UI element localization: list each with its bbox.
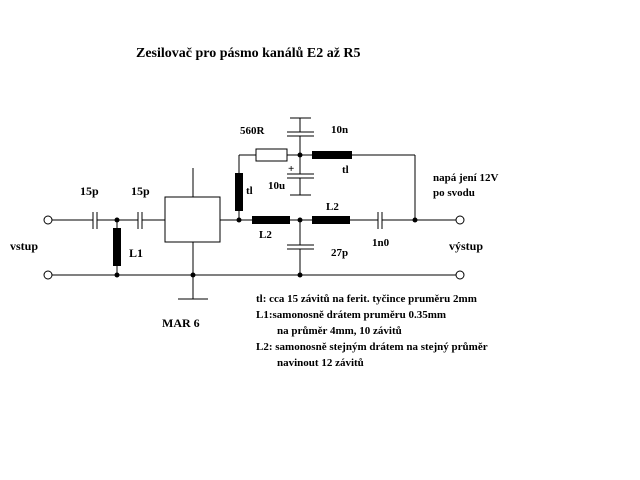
note-line-5: navinout 12 závitů xyxy=(277,357,364,369)
note-line-3: na průměr 4mm, 10 závitů xyxy=(277,325,402,337)
c10u-label: 10u xyxy=(268,180,285,192)
input-ground-terminal xyxy=(43,270,53,280)
note-line-1: tl: cca 15 závitů na ferit. tyčince prum… xyxy=(256,293,477,305)
c10u-polarity-mark: + xyxy=(288,163,294,175)
output-ground-terminal xyxy=(455,270,465,280)
resistor-label: 560R xyxy=(240,125,266,137)
l2-right-label: L2 xyxy=(326,201,339,213)
note-line-2: L1:samonosně drátem pruměru 0.35mm xyxy=(256,309,446,321)
diagram-title: Zesilovač pro pásmo kanálů E2 až R5 xyxy=(136,46,361,61)
c27p-label: 27p xyxy=(331,247,348,259)
node-c27p-ground xyxy=(297,272,303,278)
node-supply xyxy=(412,217,418,223)
input-signal-terminal xyxy=(43,215,53,225)
c-out-label: 1n0 xyxy=(372,237,390,249)
l1-label: L1 xyxy=(129,246,143,260)
input-label: vstup xyxy=(10,239,38,253)
supply-label-line1: napá jení 12V xyxy=(433,172,498,184)
l2-left-label: L2 xyxy=(259,229,272,241)
l2-left-inductor xyxy=(252,216,290,224)
node-l1-ground xyxy=(114,272,120,278)
l2-right-inductor xyxy=(312,216,350,224)
mar6-amplifier-block xyxy=(164,196,221,243)
node-ic-ground xyxy=(190,272,196,278)
tl-right-choke xyxy=(312,151,352,159)
tl-left-label: tl xyxy=(246,185,253,197)
note-line-4: L2: samonosně stejným drátem na stejný p… xyxy=(256,341,488,353)
output-label: výstup xyxy=(449,239,483,253)
tl-left-choke xyxy=(235,173,243,211)
c-in2-label: 15p xyxy=(131,184,150,198)
ic-label: MAR 6 xyxy=(162,316,200,330)
tl-right-label: tl xyxy=(342,164,349,176)
resistor-560r xyxy=(255,148,288,162)
c10n-label: 10n xyxy=(331,124,348,136)
output-signal-terminal xyxy=(455,215,465,225)
l1-inductor xyxy=(113,228,121,266)
supply-label-line2: po svodu xyxy=(433,187,475,199)
c-in1-label: 15p xyxy=(80,184,99,198)
